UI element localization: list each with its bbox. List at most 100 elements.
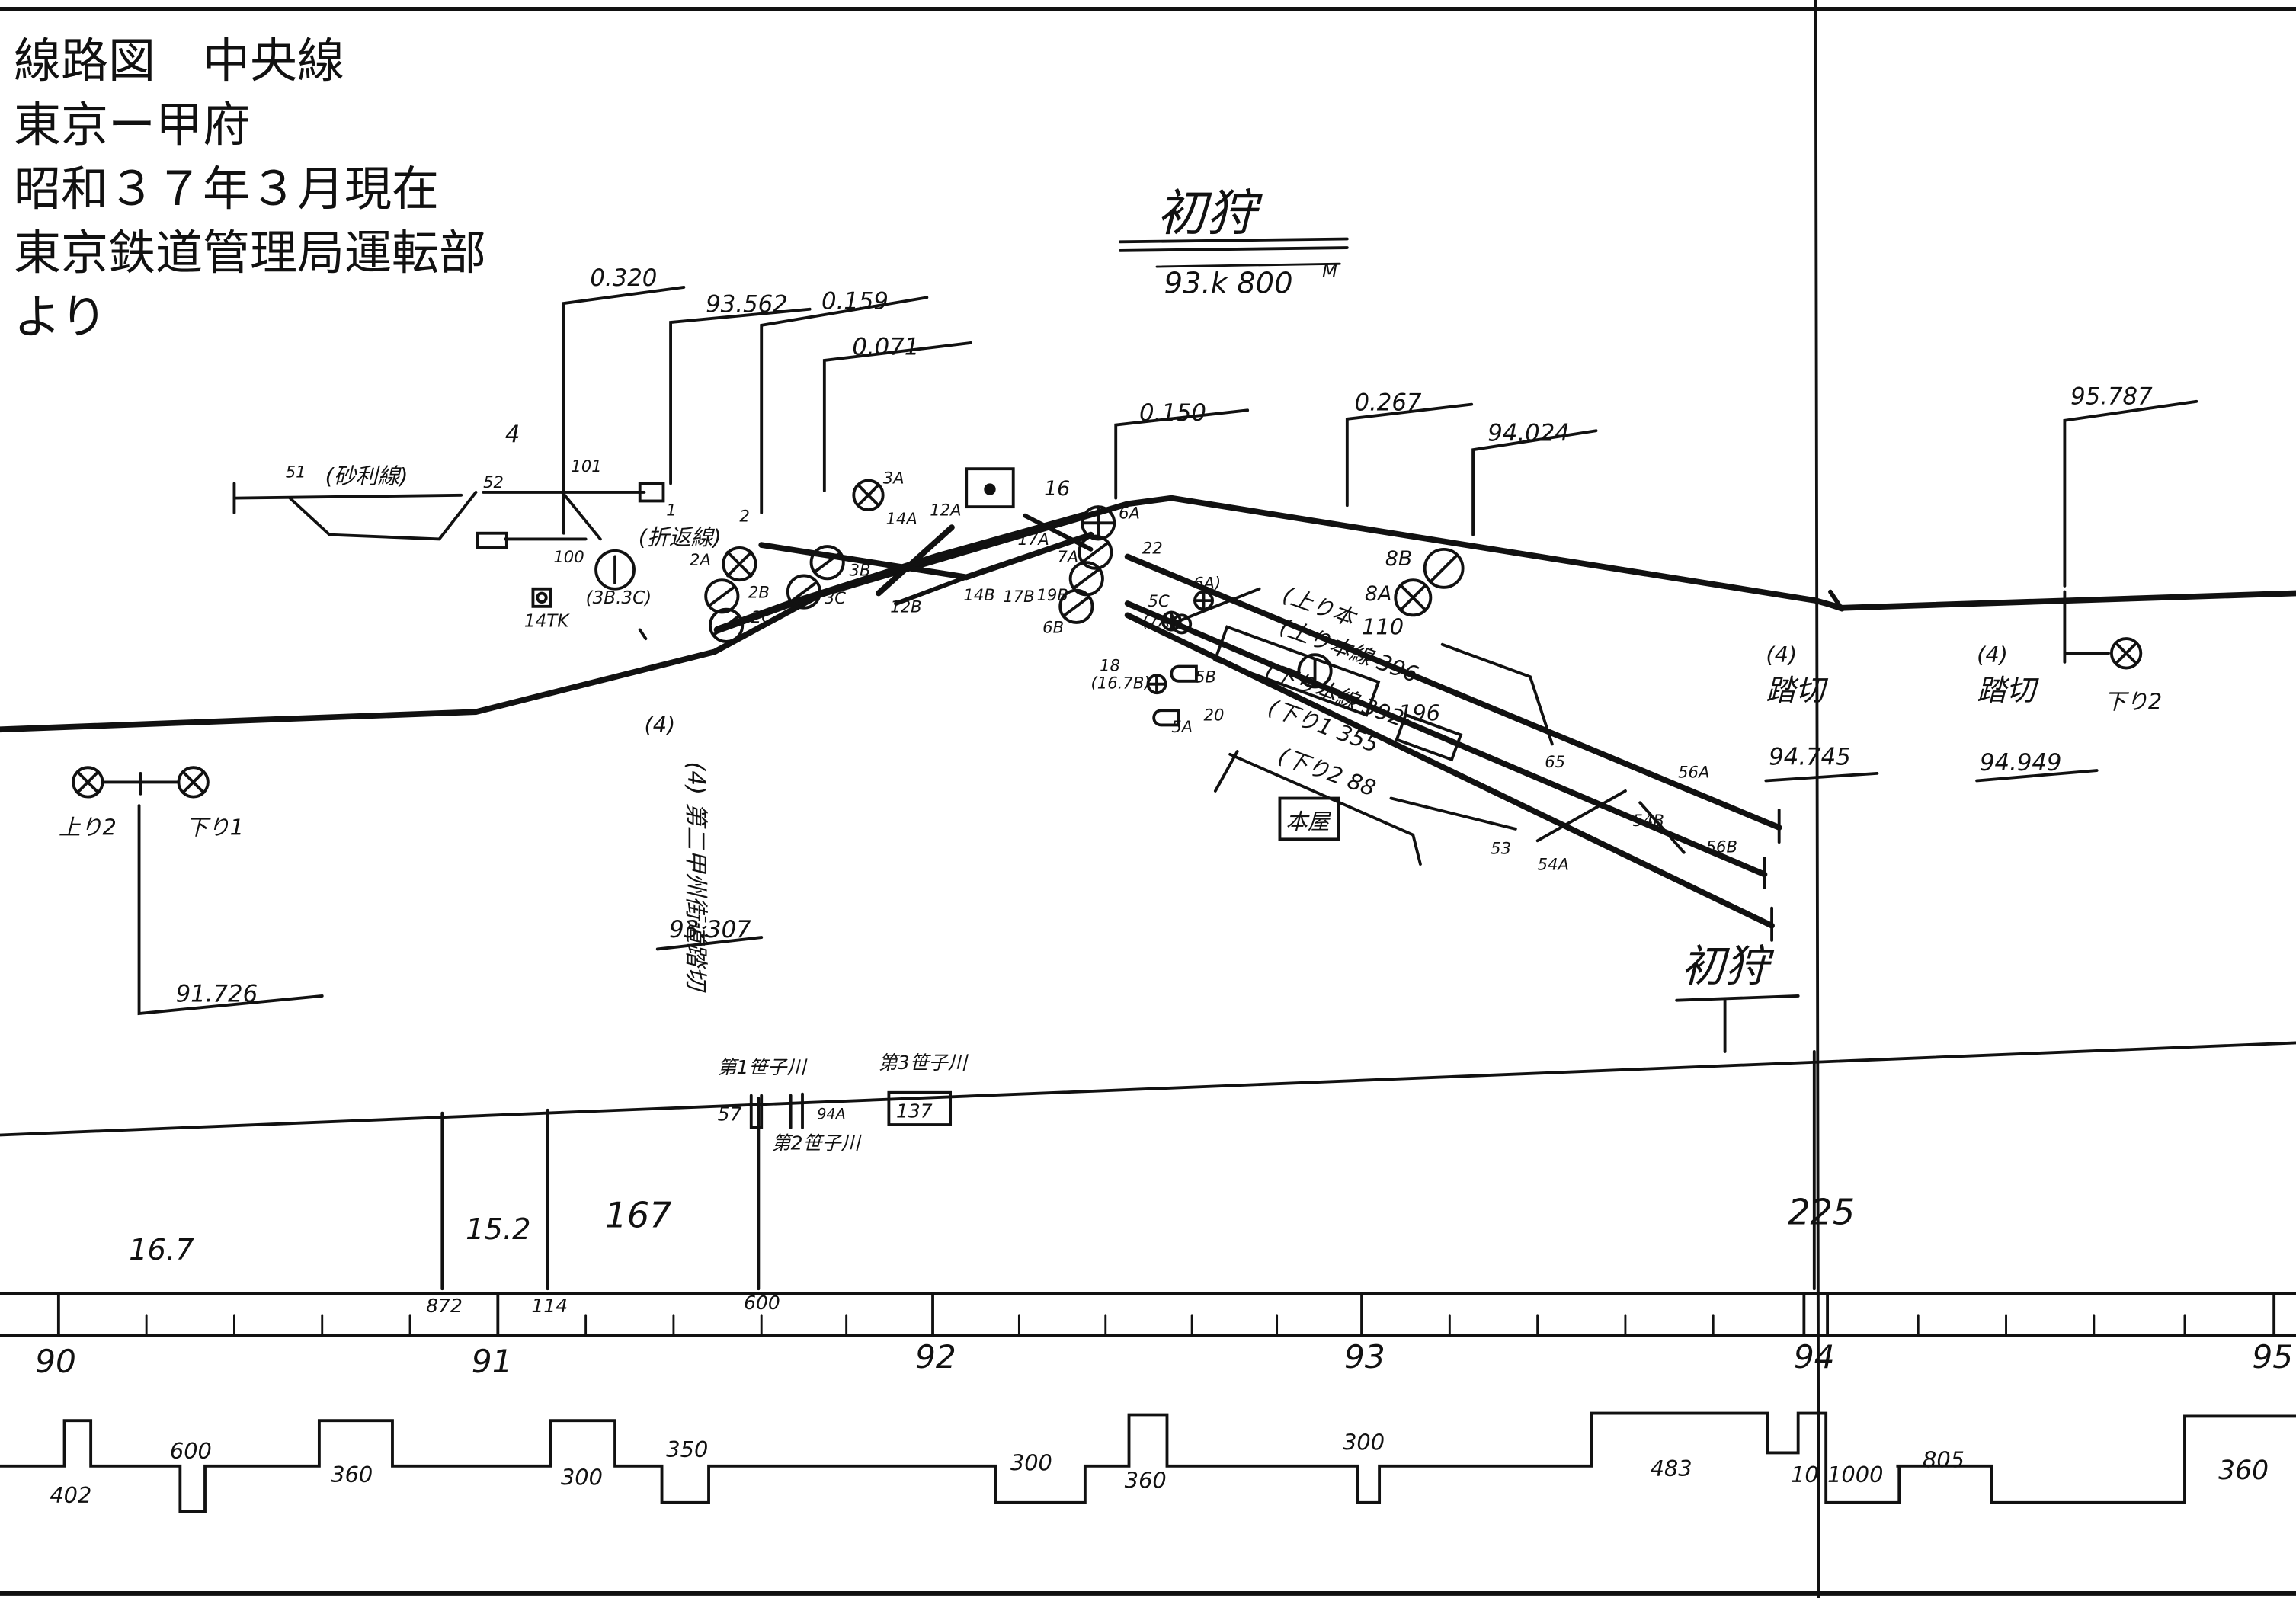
gradient-change-point: 600 xyxy=(744,1292,780,1314)
gradient-value: 225 xyxy=(1788,1192,1855,1233)
gradient-value: 15.2 xyxy=(466,1212,531,1247)
signal-label: (3B.3C) xyxy=(586,588,652,608)
signal-number: 20 xyxy=(1204,706,1225,725)
header-title: 線路図 中央線 xyxy=(14,33,345,88)
signal-number: 2A xyxy=(690,550,711,569)
curve-radius: 360 xyxy=(331,1462,373,1488)
curve-radius: 483 xyxy=(1651,1455,1692,1481)
curve-radius: 805 xyxy=(1923,1447,1965,1473)
header-date: 昭和３７年３月現在 xyxy=(14,161,440,216)
curve-radius: 10 xyxy=(1791,1462,1819,1488)
milepost-label: 94.949 xyxy=(1980,749,2062,777)
signal-label: 上り2 xyxy=(59,815,117,841)
gradient-value: 167 xyxy=(605,1195,672,1236)
curve-radius: 1000 xyxy=(1827,1462,1883,1488)
signal-number: 16 xyxy=(1044,477,1070,501)
signal-number: 14A xyxy=(886,509,917,528)
station-center-unit: M xyxy=(1322,261,1337,281)
bridge-label: 第1笹子川 xyxy=(718,1056,809,1078)
signal-number: 5C xyxy=(1148,591,1170,610)
header-source: 東京鉄道管理局運転部 xyxy=(14,225,487,280)
track-label-siding: (砂利線) xyxy=(325,463,408,488)
curve-radius: 402 xyxy=(50,1482,91,1508)
gradient-change-point: 872 xyxy=(426,1295,463,1317)
milepost-label: 93.562 xyxy=(706,291,788,319)
signal-number: 101 xyxy=(571,456,601,476)
milepost-label: 94.745 xyxy=(1769,743,1851,770)
signal-label: (16.7B) xyxy=(1091,673,1151,692)
signal-number: 8B xyxy=(1385,547,1413,571)
milepost-label: 0.071 xyxy=(852,333,919,360)
signal-label: 14TK xyxy=(524,612,570,632)
bridge-number: 137 xyxy=(896,1100,933,1122)
diagram-header: 線路図 中央線 東京ー甲府 昭和３７年３月現在 東京鉄道管理局運転部 より xyxy=(14,29,486,349)
curve-radius: 360 xyxy=(1125,1468,1167,1494)
bridge-label: 第2笹子川 xyxy=(772,1132,863,1154)
signal-number: 56A xyxy=(1678,763,1709,782)
signal-number: 52 xyxy=(483,472,504,492)
milepost-label: 0.267 xyxy=(1354,389,1421,416)
gradient-change-point: 114 xyxy=(532,1295,568,1317)
milepost-label: 93.307 xyxy=(669,916,751,943)
signal-number: 14B xyxy=(963,585,994,604)
gradient-value: 16.7 xyxy=(129,1233,194,1267)
signal-number: 12A xyxy=(930,501,961,520)
km-label: 95 xyxy=(2252,1338,2293,1375)
signal-number: 12B xyxy=(890,597,921,616)
header-source-suffix: より xyxy=(14,289,107,344)
track-label-refuge: (折返線) xyxy=(639,524,722,550)
km-label: 90 xyxy=(35,1343,76,1380)
signal-number: 56B xyxy=(1706,837,1737,857)
track-length-label: 110 xyxy=(1362,613,1404,639)
signal-number: 3A xyxy=(883,468,905,487)
signal-number: 65 xyxy=(1545,752,1565,771)
signal-number: 51 xyxy=(286,463,306,482)
signal-number: 17A xyxy=(1017,530,1049,549)
signal-number: 4 xyxy=(505,421,520,449)
header-section: 東京ー甲府 xyxy=(14,97,251,152)
station-building-label: 本屋 xyxy=(1286,809,1332,834)
signal-number: 2B xyxy=(748,582,770,601)
signal-number: 2 xyxy=(739,506,749,525)
signal-number: 6B xyxy=(1042,617,1064,636)
signal-number: 2C xyxy=(751,607,773,626)
signal-number: 17B xyxy=(1003,587,1034,606)
signal-number: 100 xyxy=(553,547,584,566)
station-name-lower: 初狩 xyxy=(1681,940,1775,992)
bridge-number: 94A xyxy=(817,1105,846,1122)
signal-number: 6A xyxy=(1119,504,1140,523)
curve-radius: 600 xyxy=(170,1438,212,1464)
signal-number: 5A xyxy=(1171,717,1193,736)
curve-radius: 300 xyxy=(561,1465,603,1491)
station-center-km: 93.k 800 xyxy=(1164,267,1293,301)
signal-number: 19B xyxy=(1036,585,1068,604)
milepost-label: 94.024 xyxy=(1487,420,1570,447)
signal-number: 54B xyxy=(1633,811,1664,830)
milepost-label: 91.726 xyxy=(176,981,258,1008)
km-label: 94 xyxy=(1794,1338,1835,1375)
signal-number: 7A xyxy=(1057,547,1078,566)
milepost-label: 95.787 xyxy=(2070,383,2153,411)
signal-number: 5B xyxy=(1195,668,1216,687)
crossing-east-2-line: (4) xyxy=(1977,642,2008,668)
station-name: 初狩 xyxy=(1157,184,1263,242)
km-label: 91 xyxy=(472,1343,513,1380)
bridge-number: 57 xyxy=(718,1103,742,1125)
crossing-east-1-name: 踏切 xyxy=(1766,674,1828,708)
signal-number: 54A xyxy=(1538,855,1569,874)
track-length-label: 196 xyxy=(1398,700,1440,726)
crossing-east-2-name: 踏切 xyxy=(1977,674,2039,708)
signal-number: 8A xyxy=(1365,582,1392,606)
km-label: 92 xyxy=(915,1338,956,1375)
crossing-line-count: (4) xyxy=(644,712,675,738)
km-label: 93 xyxy=(1344,1338,1385,1375)
signal-number: 22 xyxy=(1142,539,1163,558)
bridge-label: 第3笹子川 xyxy=(879,1052,969,1074)
milepost-label: 0.320 xyxy=(590,264,657,292)
crossing-east-1-line: (4) xyxy=(1766,642,1797,668)
crossing-western-name: (4) 第二甲州街道踏切 xyxy=(682,762,709,993)
signal-number: 1 xyxy=(666,501,676,520)
signal-label: 下り2 xyxy=(2104,688,2162,714)
